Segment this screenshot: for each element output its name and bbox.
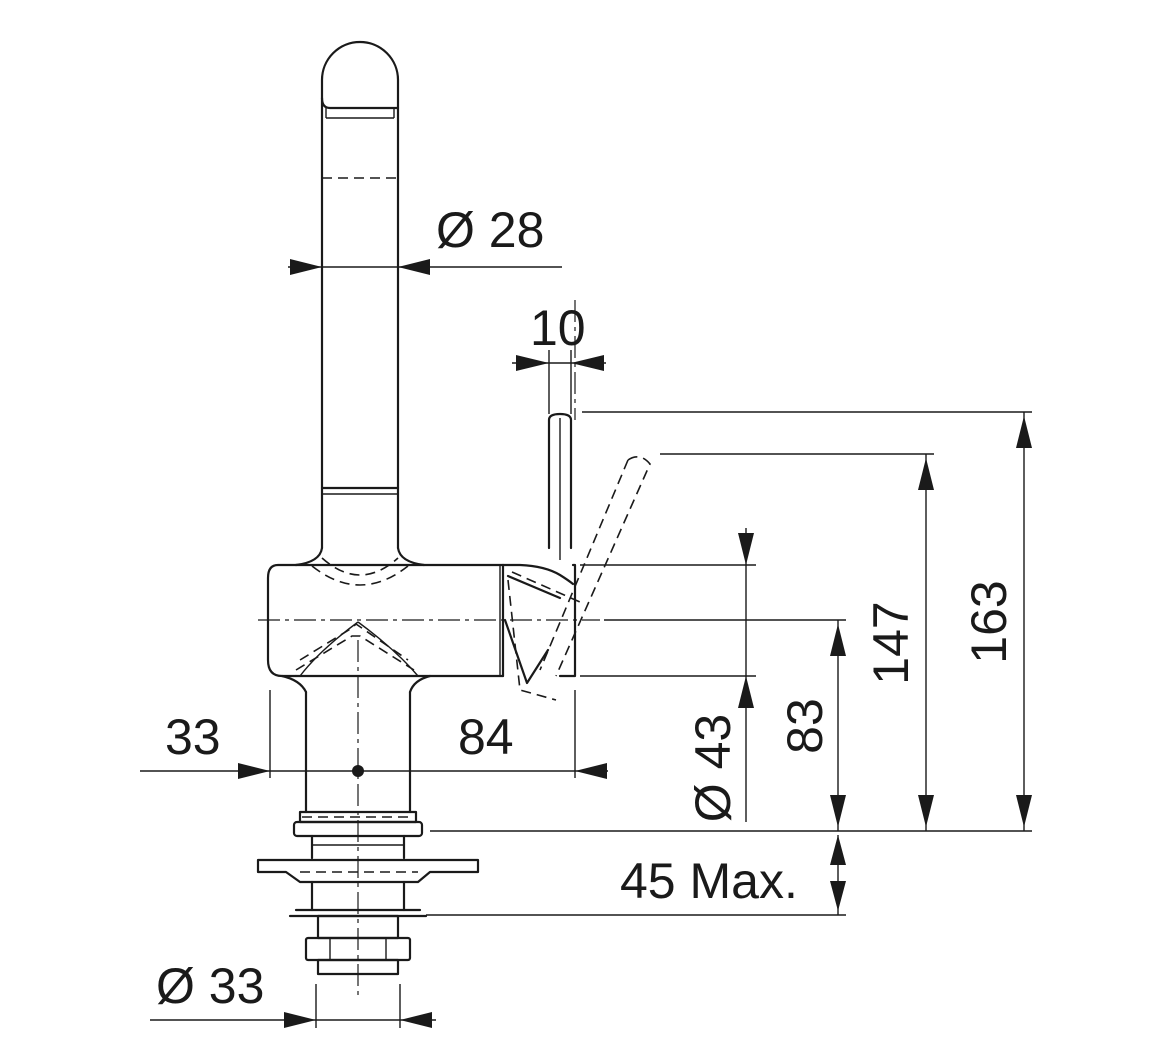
label-spout-diameter: Ø 28 — [436, 202, 544, 258]
dim-reach: 33 84 — [140, 690, 608, 779]
label-lever-width: 10 — [530, 300, 586, 356]
label-total-height: 163 — [961, 580, 1017, 663]
spout-head — [320, 40, 400, 119]
spout-tube — [294, 96, 426, 586]
label-counter-thickness: 45 Max. — [620, 853, 798, 909]
dim-shank-diameter: Ø 33 — [150, 958, 436, 1028]
label-shank-diameter: Ø 33 — [156, 958, 264, 1014]
lever-assembly — [501, 412, 651, 701]
dim-counter-thickness: 45 Max. — [426, 835, 846, 916]
dim-lever-height: 147 — [660, 453, 934, 831]
dim-body-height: 83 — [604, 619, 846, 831]
label-body-diameter: Ø 43 — [685, 714, 741, 822]
label-lever-height: 147 — [863, 601, 919, 684]
dim-lever-width: 10 — [512, 300, 606, 414]
dim-total-height: 163 — [430, 411, 1032, 832]
label-reach-front: 84 — [458, 709, 514, 765]
label-body-height: 83 — [777, 698, 833, 754]
faucet-body — [266, 563, 505, 694]
label-reach-back: 33 — [165, 709, 221, 765]
faucet-outline — [256, 40, 651, 998]
dim-body-diameter: Ø 43 — [580, 528, 756, 822]
dim-spout-diameter: Ø 28 — [288, 202, 562, 275]
lower-shank — [256, 690, 480, 976]
